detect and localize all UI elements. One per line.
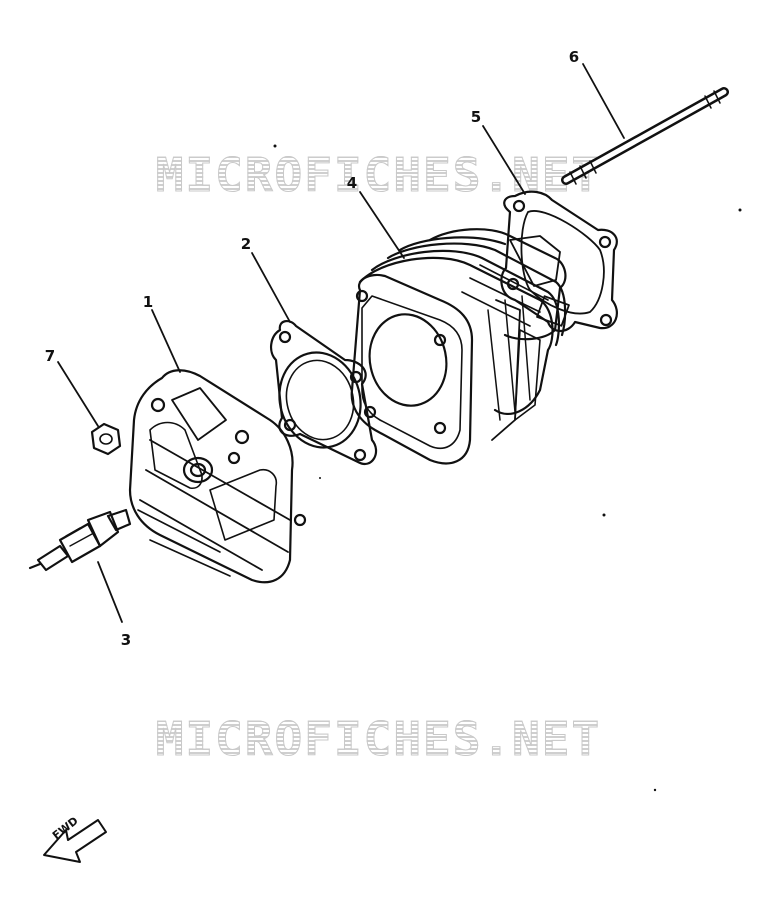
head-gasket-part xyxy=(270,320,378,465)
callout-5: 5 xyxy=(470,108,482,126)
cylinder-head-part xyxy=(128,369,307,584)
leader-line-3 xyxy=(97,561,123,623)
leader-lines xyxy=(57,63,625,623)
callout-7: 7 xyxy=(44,347,56,365)
leader-line-1 xyxy=(151,309,181,373)
leader-line-6 xyxy=(582,63,625,139)
watermark-bottom: MICROFICHES.NET xyxy=(0,712,757,767)
watermark-bottom-text: MICROFICHES.NET xyxy=(155,712,602,767)
callout-4: 4 xyxy=(346,174,358,192)
spark-plug-part xyxy=(28,508,132,572)
leader-line-5 xyxy=(482,125,526,195)
callout-3: 3 xyxy=(120,631,132,649)
scan-specks xyxy=(273,144,742,792)
nut-part xyxy=(90,422,122,456)
callout-6: 6 xyxy=(568,48,580,66)
cylinder-part xyxy=(350,228,570,465)
callout-1: 1 xyxy=(142,293,154,311)
fwd-arrow-icon xyxy=(43,819,107,863)
stud-bolt-part xyxy=(561,87,729,185)
callout-2: 2 xyxy=(240,235,252,253)
leader-line-4 xyxy=(359,191,405,259)
leader-line-7 xyxy=(57,361,99,427)
leader-line-2 xyxy=(251,252,291,323)
